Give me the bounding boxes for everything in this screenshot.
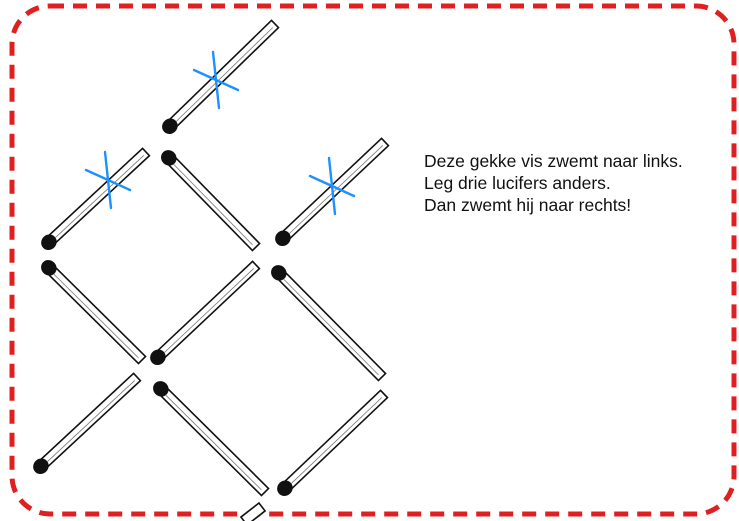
cross-mark-icon (192, 50, 240, 110)
match-head (275, 230, 291, 246)
match-stick (41, 147, 151, 250)
matchstick-icon (277, 389, 389, 496)
match-head (41, 234, 57, 251)
match-stick (271, 265, 387, 382)
match-head (277, 480, 293, 496)
matchstick-icon (162, 19, 280, 134)
match-head (41, 260, 57, 276)
match-stick (161, 150, 261, 252)
cross-stroke (211, 50, 221, 110)
matchstick-icon (33, 372, 142, 475)
cross-stroke (103, 150, 113, 210)
match-shading (291, 397, 383, 484)
matches-group (33, 19, 390, 521)
match-head (161, 150, 177, 166)
matchstick-icon (153, 381, 270, 497)
match-shading (176, 27, 274, 122)
matchstick-icon (41, 260, 147, 365)
match-stick (277, 389, 389, 496)
match-stick (41, 260, 147, 365)
instruction-line-3: Dan zwemt hij naar rechts! (424, 195, 632, 215)
match-stick (239, 501, 267, 521)
matchstick-icon (41, 147, 151, 251)
match-stick (162, 19, 280, 134)
matchstick-icon (150, 260, 261, 365)
match-shading (165, 394, 262, 491)
match-head (153, 381, 169, 397)
match-stick (150, 260, 261, 365)
cross-mark-icon (84, 150, 132, 210)
match-head (33, 458, 49, 475)
cross-mark-icon (308, 156, 356, 216)
match-shading (53, 273, 139, 359)
instruction-line-1: Deze gekke vis zwemt naar links. (424, 151, 683, 171)
match-shading (164, 268, 255, 353)
cross-marks-group (84, 50, 356, 216)
match-shading (55, 155, 145, 238)
match-shading (173, 163, 253, 246)
matchstick-icon (239, 501, 267, 521)
match-shading (47, 380, 136, 462)
puzzle-instructions: Deze gekke vis zwemt naar links. Leg dri… (424, 150, 683, 216)
match-shading (283, 278, 379, 376)
match-stick (153, 381, 270, 497)
matchstick-icon (271, 265, 387, 382)
instruction-line-2: Leg drie lucifers anders. (424, 173, 611, 193)
match-shading (289, 145, 384, 234)
cross-stroke (327, 156, 337, 216)
match-head (150, 349, 166, 365)
matchstick-icon (161, 150, 261, 252)
dashed-border (9, 3, 737, 517)
match-head (271, 265, 287, 281)
match-head (162, 118, 178, 134)
match-stick (33, 372, 142, 474)
matchstick-icon (275, 137, 390, 246)
